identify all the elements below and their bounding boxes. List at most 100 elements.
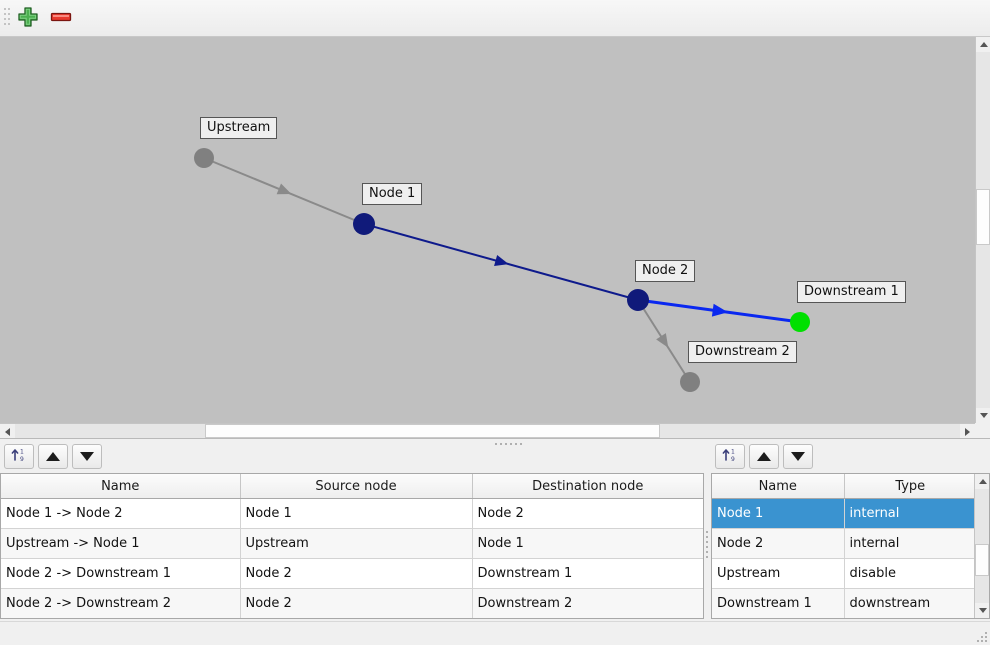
table-cell[interactable]: internal (844, 498, 976, 529)
graph-edge-arrow-icon (711, 303, 728, 317)
table-cell-empty (472, 619, 703, 620)
column-header[interactable]: Type (844, 474, 976, 499)
column-header[interactable]: Name (712, 474, 845, 499)
table-cell[interactable]: internal (844, 528, 976, 559)
table-empty-row (1, 619, 703, 620)
column-header[interactable]: Destination node (472, 474, 703, 499)
table-cell[interactable]: Node 1 (472, 528, 703, 559)
graph-edge-arrow-icon (494, 254, 509, 267)
add-button[interactable] (14, 5, 42, 31)
nodes-toolbar: 1 9 (715, 444, 990, 471)
links-sort-button[interactable]: 1 9 (4, 444, 34, 469)
links-move-down-button[interactable] (72, 444, 102, 469)
table-cell[interactable]: Node 2 (240, 588, 473, 618)
table-cell[interactable]: Upstream (712, 558, 845, 589)
window-resize-grip-icon[interactable] (977, 632, 987, 642)
scroll-down-button[interactable] (976, 408, 990, 423)
scroll-left-icon (5, 427, 10, 436)
table-cell[interactable]: Node 2 (240, 558, 473, 589)
scroll-up-button[interactable] (976, 37, 990, 52)
graph-node[interactable] (790, 312, 810, 332)
table-cell[interactable]: Node 1 (712, 498, 845, 529)
toolbar-drag-handle-icon[interactable] (4, 8, 10, 30)
graph-node-label[interactable]: Node 1 (362, 183, 423, 205)
links-move-up-button[interactable] (38, 444, 68, 469)
graph-node-label[interactable]: Downstream 2 (688, 341, 797, 363)
triangle-down-icon (80, 452, 94, 461)
delete-button[interactable] (47, 5, 75, 31)
table-cell[interactable]: Downstream 1 (472, 558, 703, 589)
vscroll-thumb[interactable] (976, 189, 990, 245)
table-cell[interactable]: Node 2 (712, 528, 845, 559)
graph-node[interactable] (680, 372, 700, 392)
column-header[interactable]: Name (1, 474, 241, 499)
svg-text:1: 1 (20, 449, 24, 456)
scroll-up-icon (979, 42, 988, 47)
scroll-down-icon (979, 413, 988, 418)
sort-order-icon: 1 9 (721, 446, 739, 467)
links-toolbar: 1 9 (4, 444, 704, 471)
graph-node-label[interactable]: Node 2 (635, 260, 696, 282)
table-cell[interactable]: Downstream 2 (472, 588, 703, 618)
nodes-move-down-button[interactable] (783, 444, 813, 469)
table-cell-empty (844, 619, 976, 620)
column-header[interactable]: Source node (240, 474, 473, 499)
graph-node[interactable] (627, 289, 649, 311)
graph-edge-arrow-icon (656, 333, 669, 348)
nodes-vertical-scrollbar[interactable] (974, 474, 989, 618)
nodes-scroll-down-button[interactable] (975, 603, 989, 618)
graph-node[interactable] (353, 213, 375, 235)
table-cell-empty (1, 619, 240, 620)
canvas-horizontal-scrollbar[interactable] (0, 423, 975, 439)
graph-node-label[interactable]: Downstream 1 (797, 281, 906, 303)
nodes-scroll-up-button[interactable] (975, 474, 989, 489)
svg-text:9: 9 (20, 456, 24, 463)
graph-node-label[interactable]: Upstream (200, 117, 278, 139)
nodes-sort-button[interactable]: 1 9 (715, 444, 745, 469)
table-cell[interactable]: Upstream (240, 528, 473, 559)
graph-node[interactable] (194, 148, 214, 168)
horizontal-splitter[interactable] (0, 438, 990, 449)
hscroll-thumb[interactable] (205, 424, 660, 438)
table-cell[interactable]: downstream (844, 588, 976, 618)
scroll-right-icon (965, 427, 970, 436)
vertical-splitter[interactable] (704, 441, 711, 620)
table-cell[interactable]: Node 2 -> Downstream 1 (1, 558, 241, 589)
nodes-vscroll-thumb[interactable] (975, 544, 989, 576)
graph-edge-arrow-icon (276, 183, 292, 195)
table-cell[interactable]: Node 2 -> Downstream 2 (1, 588, 241, 618)
table-cell[interactable]: Node 1 -> Node 2 (1, 498, 241, 529)
scroll-left-button[interactable] (0, 424, 15, 439)
svg-text:9: 9 (731, 456, 735, 463)
table-cell[interactable]: Upstream -> Node 1 (1, 528, 241, 559)
green-plus-icon (17, 6, 39, 31)
scroll-down-icon (978, 608, 987, 613)
triangle-up-icon (46, 452, 60, 461)
scroll-right-button[interactable] (960, 424, 975, 439)
sort-order-icon: 1 9 (10, 446, 28, 467)
table-cell[interactable]: disable (844, 558, 976, 589)
table-empty-row (712, 619, 976, 620)
table-cell[interactable]: Node 2 (472, 498, 703, 529)
table-cell[interactable]: Node 1 (240, 498, 473, 529)
nodes-move-up-button[interactable] (749, 444, 779, 469)
main-toolbar (0, 0, 990, 37)
table-cell[interactable]: Downstream 1 (712, 588, 845, 618)
canvas-vertical-scrollbar[interactable] (975, 37, 990, 423)
triangle-down-icon (791, 452, 805, 461)
